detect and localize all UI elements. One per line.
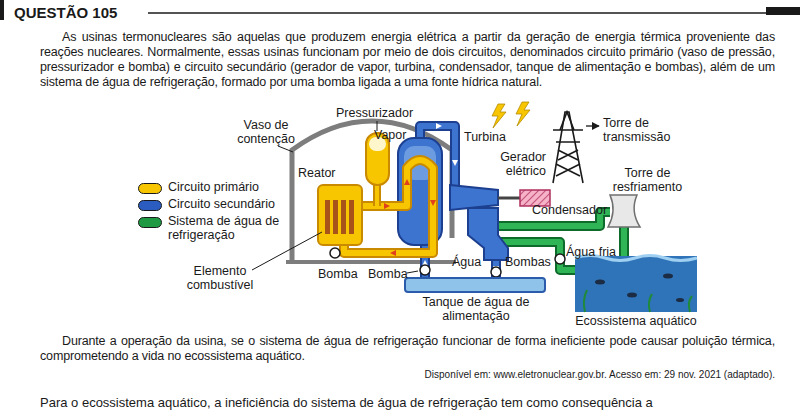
question-stem: Para o ecossistema aquático, a ineficiên… [40, 396, 780, 411]
legend-text: Sistema de água de refrigeração [168, 214, 288, 242]
part-label: Elemento combustível [180, 264, 260, 292]
part-label: Turbina [464, 130, 506, 144]
vessel-floor [286, 260, 456, 264]
legend-text: Circuito secundário [168, 197, 275, 211]
source-note: Disponível em: www.eletronuclear.gov.br.… [300, 369, 775, 380]
water-body [575, 256, 697, 312]
lightning [492, 104, 506, 128]
condenser [468, 208, 508, 260]
part-label: Gerador elétrico [488, 150, 546, 178]
water-plants [584, 290, 692, 312]
fuel-rods [325, 200, 354, 234]
primary-pump [330, 248, 340, 258]
lightning [516, 102, 530, 126]
part-label: Tanque de água de alimentação [420, 295, 532, 323]
part-label: Vapor [374, 128, 406, 142]
part-label: Torre de resfriamento [600, 166, 695, 194]
cooling-pump [555, 254, 565, 264]
part-label: Bomba [368, 267, 408, 281]
legend-entry: Sistema de água de refrigeração [138, 214, 288, 242]
part-label: Condensador [532, 203, 607, 217]
part-label: Bombas [505, 255, 551, 269]
part-label: Reator [298, 166, 336, 180]
part-label: Torre de transmissão [603, 116, 693, 144]
cooling-tower [608, 195, 640, 227]
condensate-pump [491, 267, 501, 277]
part-label: Vaso de contenção [236, 118, 296, 146]
turbine [450, 185, 498, 210]
containment-vessel [292, 121, 452, 262]
legend-swatch [138, 200, 162, 211]
reactor [318, 185, 362, 245]
intro-paragraph: As usinas termonucleares são aquelas que… [40, 30, 775, 90]
header-bar [766, 7, 800, 15]
part-label: Água [452, 255, 481, 269]
part-label: Bomba [318, 267, 358, 281]
shaft [498, 197, 520, 200]
part-label: Água fria [566, 245, 616, 259]
legend-text: Circuito primário [168, 180, 259, 194]
context-paragraph: Durante a operação da usina, se o sistem… [40, 334, 775, 364]
fish [595, 274, 684, 303]
transmission-tower [553, 112, 583, 183]
legend-swatch [138, 183, 162, 194]
header-mark [0, 0, 4, 20]
leader-line [586, 125, 599, 126]
flow-arrows-primary [384, 179, 436, 256]
feed-pump [420, 265, 430, 275]
feed-tank [405, 278, 545, 292]
question-title: QUESTÃO 105 [14, 4, 117, 21]
legend-entry: Circuito secundário [138, 197, 288, 211]
legend-entry: Circuito primário [138, 180, 288, 194]
part-label: Pressurizador [336, 106, 413, 120]
header-rule [148, 12, 800, 14]
part-label: Ecossistema aquático [556, 314, 716, 328]
legend-swatch [138, 217, 162, 228]
